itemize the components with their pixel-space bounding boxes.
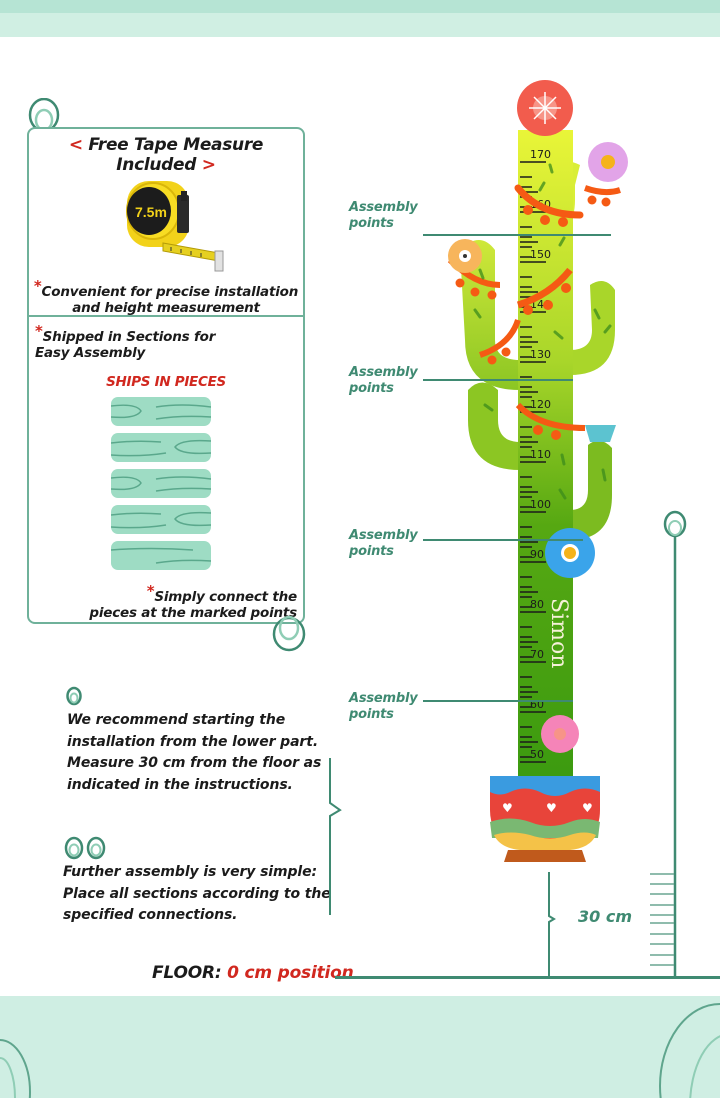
svg-text:70: 70 xyxy=(530,648,544,661)
svg-text:80: 80 xyxy=(530,598,544,611)
assembly-line-4 xyxy=(423,700,573,702)
svg-text:110: 110 xyxy=(530,448,551,461)
ring-decoration-icon xyxy=(0,1003,720,1098)
brace-line xyxy=(329,758,342,915)
flower-pot: ♥ ♥ ♥ xyxy=(490,776,600,862)
svg-text:90: 90 xyxy=(530,548,544,561)
cactus-growth-chart: 170 160 150 140 130 120 110 100 90 80 70… xyxy=(447,80,628,862)
svg-text:130: 130 xyxy=(530,348,551,361)
tape-measure-image: 7.5m xyxy=(126,181,224,272)
measuring-pole xyxy=(650,510,687,978)
svg-text:♥: ♥ xyxy=(582,801,593,815)
floor-line xyxy=(335,976,720,979)
pink-flower-icon xyxy=(541,715,579,753)
svg-text:♥: ♥ xyxy=(546,801,557,815)
section-piece-5 xyxy=(111,541,211,570)
section-piece-2 xyxy=(111,433,211,462)
offset-brace xyxy=(548,872,556,978)
assembly-line-3 xyxy=(423,539,583,541)
svg-text:170: 170 xyxy=(530,148,551,161)
svg-text:♥: ♥ xyxy=(502,801,513,815)
top-band-dark xyxy=(0,0,720,13)
tape-card-title: < Free Tape Measure Included > xyxy=(68,135,264,175)
ring-decoration-icon xyxy=(272,615,306,652)
info-card: < Free Tape Measure Included > 7.5m *Con… xyxy=(27,127,305,624)
svg-text:150: 150 xyxy=(530,248,551,261)
sections-note: *Shipped in Sections for Easy Assembly xyxy=(35,322,216,361)
assembly-line-2 xyxy=(423,379,573,381)
instruction-step-1: We recommend starting the installation f… xyxy=(67,712,322,793)
top-band-light xyxy=(0,13,720,37)
section-piece-1 xyxy=(111,397,211,426)
red-flower-icon xyxy=(517,80,573,136)
card-divider xyxy=(29,315,303,317)
purple-flower-icon xyxy=(588,142,628,182)
svg-text:100: 100 xyxy=(530,498,551,511)
svg-text:Simon: Simon xyxy=(546,598,571,668)
connect-note: *Simply connect the pieces at the marked… xyxy=(89,582,297,621)
svg-text:7.5m: 7.5m xyxy=(135,204,167,220)
floor-label: FLOOR: 0 cm position xyxy=(152,963,354,983)
offset-30cm-label: 30 cm xyxy=(578,907,632,926)
blue-flower-icon xyxy=(545,528,595,578)
svg-text:120: 120 xyxy=(530,398,551,411)
instruction-step-2: Further assembly is very simple: Place a… xyxy=(63,864,331,923)
section-piece-4 xyxy=(111,505,211,534)
svg-text:50: 50 xyxy=(530,748,544,761)
orange-flower-icon xyxy=(448,239,482,273)
step-two-rings-icon xyxy=(64,836,106,860)
tape-note: *Convenient for precise installation and… xyxy=(33,277,299,316)
ships-in-pieces-label: SHIPS IN PIECES xyxy=(106,374,226,390)
bottom-band xyxy=(0,996,720,1098)
section-piece-3 xyxy=(111,469,211,498)
step-one-ring-icon xyxy=(66,686,82,706)
assembly-line-1 xyxy=(423,234,611,236)
